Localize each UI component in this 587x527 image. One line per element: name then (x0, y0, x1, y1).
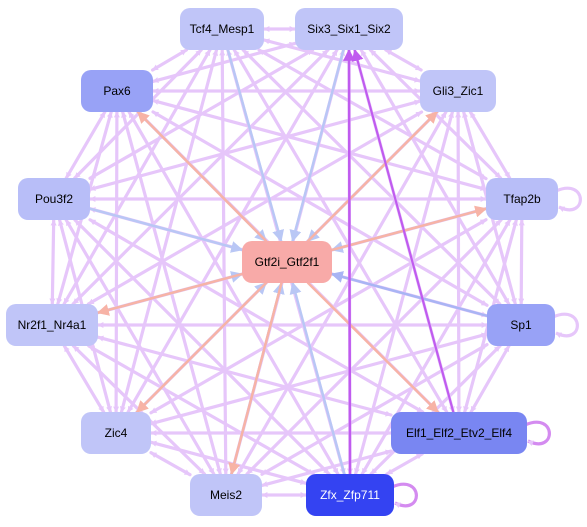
node-nr2f1-label: Nr2f1_Nr4a1 (18, 318, 87, 332)
node-elf1[interactable]: Elf1_Elf2_Etv2_Elf4 (391, 412, 527, 454)
node-zfx[interactable]: Zfx_Zfp711 (306, 474, 394, 516)
edge-tcf4-pax6 (151, 48, 188, 72)
node-zic4-box (81, 412, 151, 454)
self-loop-sp1 (552, 312, 579, 339)
edge-strong-elf1-six3 (351, 48, 455, 414)
node-pax6-box (81, 70, 153, 112)
node-six3-box (295, 8, 403, 50)
node-zic4[interactable]: Zic4 (81, 412, 151, 454)
node-gtf2i-box (242, 241, 332, 283)
node-pou3f2[interactable]: Pou3f2 (18, 178, 90, 220)
node-gli3-box (420, 70, 496, 112)
node-tcf4-box (180, 8, 264, 50)
node-pax6[interactable]: Pax6 (81, 70, 153, 112)
edge-gtf2i-meis2 (228, 281, 283, 476)
node-tfap2b-label: Tfap2b (503, 192, 541, 206)
edge-tcf4-gtf2i (226, 48, 284, 243)
node-pou3f2-label: Pou3f2 (35, 192, 73, 206)
node-nr2f1-box (6, 304, 98, 346)
edge-sp1-gtf2i (330, 271, 489, 318)
edge-six3-gli3 (384, 48, 423, 72)
edge-gtf2i-elf1 (306, 281, 440, 414)
node-elf1-box (391, 412, 527, 454)
edge-elf1-zfx (385, 452, 424, 476)
node-tcf4-label: Tcf4_Mesp1 (190, 22, 255, 36)
edge-gtf2i-zic4 (135, 281, 268, 414)
edge-nr2f1-pou3f2 (49, 218, 57, 306)
node-six3[interactable]: Six3_Six1_Six2 (295, 8, 403, 50)
node-zfx-label: Zfx_Zfp711 (320, 488, 380, 502)
edge-gtf2i-pax6 (136, 110, 268, 243)
self-loop-elf1 (524, 420, 551, 447)
node-sp1-box (487, 304, 555, 346)
node-gli3[interactable]: Gli3_Zic1 (420, 70, 496, 112)
edge-pou3f2-gtf2i (88, 207, 244, 253)
edge-zic4-pax6 (113, 110, 120, 414)
edge-gtf2i-tfap2b (330, 205, 488, 252)
node-tfap2b-box (486, 178, 558, 220)
node-meis2-label: Meis2 (210, 488, 242, 502)
node-meis2-box (190, 474, 262, 516)
node-gtf2i[interactable]: Gtf2i_Gtf2f1 (242, 241, 332, 283)
edge-tcf4-meis2 (219, 48, 229, 476)
self-loops-layer (391, 186, 582, 509)
edge-zfx-gtf2i (289, 281, 346, 476)
edge-six3-pax6 (151, 41, 297, 84)
edge-gtf2i-nr2f1 (96, 272, 244, 316)
node-zic4-label: Zic4 (105, 426, 128, 440)
node-zfx-box (306, 474, 394, 516)
node-nr2f1[interactable]: Nr2f1_Nr4a1 (6, 304, 98, 346)
edge-tcf4-elf1 (232, 48, 449, 414)
node-pou3f2-box (18, 178, 90, 220)
node-tfap2b[interactable]: Tfap2b (486, 178, 558, 220)
node-sp1[interactable]: Sp1 (487, 304, 555, 346)
self-loop-tfap2b (555, 186, 582, 213)
edge-gtf2i-gli3 (306, 110, 439, 243)
edge-pou3f2-pax6 (64, 110, 107, 180)
node-sp1-label: Sp1 (510, 318, 532, 332)
edge-tfap2b-sp1 (518, 218, 525, 306)
node-pax6-label: Pax6 (103, 84, 131, 98)
node-gli3-label: Gli3_Zic1 (433, 84, 484, 98)
nodes-layer: Tcf4_Mesp1 Six3_Six1_Six2 Pax6 Gli3_Zic1… (6, 8, 558, 516)
edge-strong-zfx-six3 (343, 48, 356, 476)
node-gtf2i-label: Gtf2i_Gtf2f1 (255, 255, 320, 269)
node-six3-label: Six3_Six1_Six2 (307, 22, 391, 36)
node-elf1-label: Elf1_Elf2_Etv2_Elf4 (406, 426, 512, 440)
node-tcf4[interactable]: Tcf4_Mesp1 (180, 8, 264, 50)
node-meis2[interactable]: Meis2 (190, 474, 262, 516)
self-loop-zfx (391, 482, 418, 509)
edge-six3-gtf2i (289, 48, 345, 243)
